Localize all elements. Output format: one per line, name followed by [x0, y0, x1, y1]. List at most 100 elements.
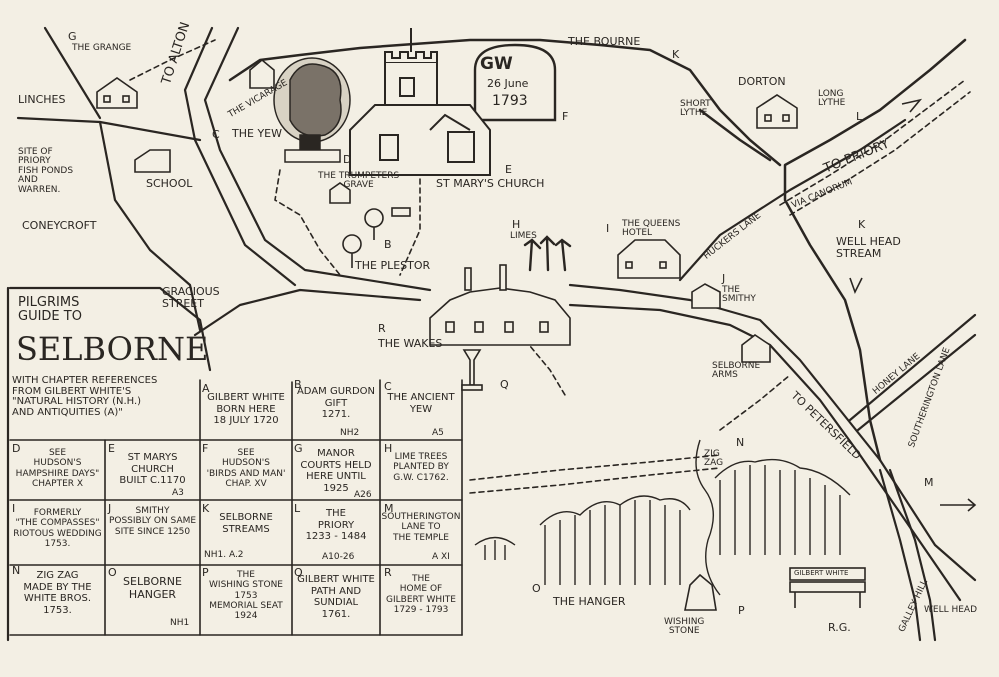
ref-letter-f: F [562, 110, 569, 123]
stream-well-head [783, 38, 967, 462]
cell-ref-o: NH1 [170, 618, 190, 628]
cell-letter-n: N [12, 564, 21, 577]
label-the-bourne: The Bourne [568, 35, 641, 48]
vicarage-house [249, 58, 275, 89]
label-the-plestor: The Plestor [355, 259, 431, 272]
memorial-seat [789, 567, 866, 608]
label-selborne-arms: Selborne Arms [712, 361, 761, 381]
ref-letter-r: R [378, 322, 386, 335]
ref-letter-i: I [606, 222, 610, 235]
plestor-trees [342, 208, 384, 268]
cell-ref-l: A10-26 [322, 552, 355, 562]
label-coneycroft: Coneycroft [22, 219, 97, 232]
cell-text-p: The Wishing stone 1753 memorial seat 192… [209, 570, 283, 622]
cell-text-r: The home of Gilbert White 1729 - 1793 [386, 574, 456, 616]
road-honey-lane-lower [856, 333, 977, 432]
cell-ref-k: NH1. A.2 [204, 550, 244, 560]
path-plestor [399, 169, 421, 276]
label-the-hanger: The Hanger [553, 595, 626, 608]
label-the-yew: The Yew [232, 127, 282, 140]
the-wakes-house [429, 264, 571, 346]
cell-ref-e: A3 [172, 488, 184, 498]
legend-frame-top [8, 286, 212, 372]
path-grange [129, 39, 216, 81]
road-main-street [568, 283, 977, 582]
cell-text-n: Zig Zag made by the White Bros. 1753. [23, 570, 92, 616]
stone-year: 1793 [492, 93, 528, 109]
ref-letter-b: B [384, 238, 392, 251]
path-to-petersfield-dash [719, 374, 791, 431]
cell-letter-j: J [108, 502, 112, 515]
grange-house [96, 77, 138, 109]
ref-letter-p: P [738, 604, 745, 617]
cell-text-q: Gilbert White path and sundial 1761. [297, 574, 375, 620]
cell-text-c: The Ancient Yew [387, 392, 455, 415]
cell-text-i: Formerly "The Compasses" Riotous wedding… [13, 508, 102, 550]
cell-text-j: Smithy possibly on same site since 1250 [108, 506, 197, 537]
cell-letter-o: O [108, 566, 117, 579]
path-hanger-trail-2 [469, 467, 721, 494]
cell-letter-f: F [202, 442, 209, 455]
hanger-trees [474, 439, 851, 596]
guide-title-small: Pilgrims Guide to [18, 295, 82, 324]
path-wakes-steps [524, 339, 566, 396]
cell-text-h: Lime trees planted by G.W. c1762. [393, 452, 449, 483]
cell-text-l: The Priory 1233 - 1484 [305, 508, 367, 542]
trumpeter-grave [329, 182, 351, 204]
cell-letter-l: L [294, 502, 301, 515]
label-the-wakes: The Wakes [378, 337, 443, 350]
cell-letter-i: I [12, 502, 16, 515]
road-galley-hill [878, 468, 922, 642]
cell-text-m: Southerington Lane to the Temple [381, 512, 461, 543]
label-dorton: Dorton [738, 75, 786, 88]
ref-letter-k-stream: K [858, 218, 866, 231]
label-gracious-street: Gracious Street [162, 285, 220, 310]
ref-letter-m: M [924, 476, 934, 489]
label-school: School [146, 177, 193, 190]
road-huckers-lane [678, 118, 907, 282]
path-via-canorum [779, 79, 966, 206]
cell-letter-q: Q [294, 566, 303, 579]
label-queens-hotel: The Queens Hotel [622, 219, 681, 239]
cell-text-o: Selborne Hanger [123, 575, 182, 601]
school-house [134, 149, 171, 173]
artist-initials: R.G. [828, 621, 851, 634]
cell-ref-b: NH2 [340, 428, 360, 438]
cell-letter-p: P [202, 566, 209, 579]
label-st-marys-church: St Mary's Church [436, 177, 545, 190]
road-school-west [98, 120, 202, 332]
queens-hotel [617, 239, 681, 279]
label-trumpeters-grave: The Trumpeters Grave [318, 171, 400, 191]
cell-letter-m: M [384, 502, 394, 515]
cell-ref-c: A5 [432, 428, 444, 438]
label-wishing-stone: Wishing Stone [664, 617, 705, 637]
ref-letter-e: E [505, 163, 512, 176]
road-galley-hill-2 [888, 468, 937, 642]
guide-title-big: Selborne [16, 330, 209, 368]
road-grange [43, 26, 102, 120]
sundial [461, 349, 483, 391]
wishing-stone [684, 573, 717, 611]
label-site-of-priory-fish-ponds: Site of Priory Fish Ponds and Warren. [18, 147, 74, 195]
memorial-stone [473, 43, 557, 122]
cell-text-d: See Hudson's Hampshire Days" chapter X [15, 448, 100, 490]
road-main-street-lower [568, 303, 962, 602]
stream-lythe [698, 108, 772, 162]
label-well-head: Well Head [924, 605, 978, 615]
cell-letter-b: B [294, 378, 302, 391]
cell-letter-r: R [384, 566, 392, 579]
selborne-arms [741, 334, 771, 363]
cell-text-k: Selborne Streams [219, 512, 273, 535]
road-alton-left [183, 26, 297, 287]
label-the-grange: The Grange [72, 43, 132, 53]
label-the-smithy: The Smithy [722, 285, 756, 305]
label-memorial-seat: Gilbert White [794, 569, 849, 577]
path-via-canorum-2 [789, 91, 971, 216]
ref-letter-q: Q [500, 378, 509, 391]
cell-text-g: Manor courts held here until 1925 [300, 448, 372, 494]
label-linches: Linches [18, 93, 66, 106]
church-building [349, 28, 491, 176]
stone-initials: GW [480, 54, 513, 74]
